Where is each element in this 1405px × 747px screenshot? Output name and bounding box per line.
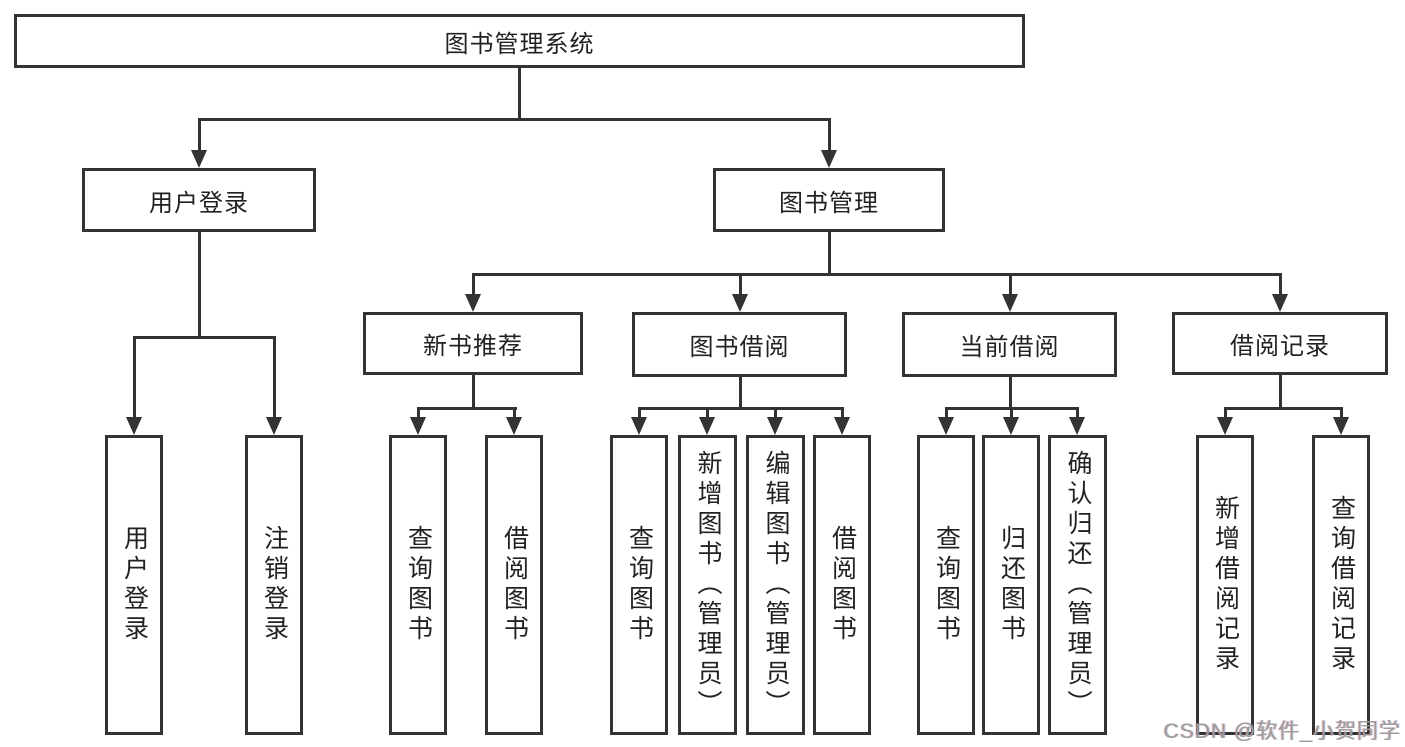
line [828,232,831,273]
line [841,407,844,420]
leaf-query-books-borrowing: 查询图书 [610,435,668,735]
leaf-edit-book-admin: 编辑图书（管理员） [746,435,805,735]
leaf-user-login: 用户登录 [105,435,163,735]
node-label: 归还图书 [997,525,1026,645]
line [133,336,276,339]
arrow-down [767,417,783,435]
node-label: 图书管理系统 [444,30,595,58]
node-label: 查询图书 [625,525,654,645]
node-label: 查询图书 [404,525,433,645]
line [1279,375,1282,410]
line [638,407,641,420]
node-label: 新增借阅记录 [1211,495,1240,675]
line [1279,273,1282,296]
leaf-confirm-return-admin: 确认归还（管理员） [1048,435,1107,735]
line [198,118,201,152]
node-label: 图书管理 [779,189,879,217]
line [1076,407,1079,420]
line [198,232,201,336]
line [1224,407,1227,420]
arrow-down [732,294,748,312]
arrow-down [1333,417,1349,435]
arrow-down [266,417,282,435]
line [518,68,521,118]
line [828,118,831,152]
arrow-down [191,150,207,168]
arrow-down [1217,417,1233,435]
csdn-watermark: CSDN @软件_小贺同学 [1163,720,1401,743]
node-label: 借阅图书 [500,525,529,645]
leaf-add-book-admin: 新增图书（管理员） [678,435,737,735]
node-library-management-system: 图书管理系统 [14,14,1025,68]
arrow-down [410,417,426,435]
line [739,273,742,296]
leaf-logout: 注销登录 [245,435,303,735]
line [1009,273,1012,296]
node-borrowing-records: 借阅记录 [1172,312,1388,375]
leaf-add-borrow-record: 新增借阅记录 [1196,435,1254,735]
arrow-down [821,150,837,168]
node-label: 确认归还（管理员） [1064,450,1092,720]
node-label: 新增图书（管理员） [694,450,722,720]
node-label: 查询图书 [932,525,961,645]
line [1224,407,1343,410]
leaf-query-borrow-record: 查询借阅记录 [1312,435,1370,735]
leaf-return-book: 归还图书 [982,435,1040,735]
line [472,375,475,410]
arrow-down [465,294,481,312]
node-label: 用户登录 [149,189,249,217]
line [472,273,475,296]
line [706,407,709,420]
leaf-borrow-books-recommend: 借阅图书 [485,435,543,735]
arrow-down [631,417,647,435]
line [417,407,420,420]
arrow-down [506,417,522,435]
line [1340,407,1343,420]
node-label: 图书借阅 [689,334,790,361]
node-label: 借阅图书 [828,525,857,645]
node-label: 当前借阅 [959,334,1060,361]
node-label: 用户登录 [120,525,149,645]
arrow-down [1003,417,1019,435]
node-label: 编辑图书（管理员） [762,450,790,720]
line [1010,407,1013,420]
line [774,407,777,420]
node-label: 注销登录 [260,525,289,645]
node-label: 新书推荐 [423,333,523,360]
line [1009,377,1012,410]
arrow-down [1069,417,1085,435]
line [945,407,948,420]
line [739,377,742,410]
arrow-down [1272,294,1288,312]
line [513,407,516,420]
node-label: 查询借阅记录 [1327,495,1356,675]
line [133,336,136,419]
node-user-login: 用户登录 [82,168,316,232]
node-book-management: 图书管理 [713,168,945,232]
node-new-book-recommend: 新书推荐 [363,312,583,375]
arrow-down [938,417,954,435]
leaf-query-books-current: 查询图书 [917,435,975,735]
node-current-borrowing: 当前借阅 [902,312,1117,377]
arrow-down [126,417,142,435]
arrow-down [699,417,715,435]
line [198,118,831,121]
node-book-borrowing: 图书借阅 [632,312,847,377]
node-label: 借阅记录 [1230,333,1330,360]
line [638,407,844,410]
line [273,336,276,419]
leaf-borrow-books-borrowing: 借阅图书 [813,435,871,735]
leaf-query-books-recommend: 查询图书 [389,435,447,735]
line [417,407,517,410]
arrow-down [1002,294,1018,312]
arrow-down [834,417,850,435]
line [472,273,1282,276]
